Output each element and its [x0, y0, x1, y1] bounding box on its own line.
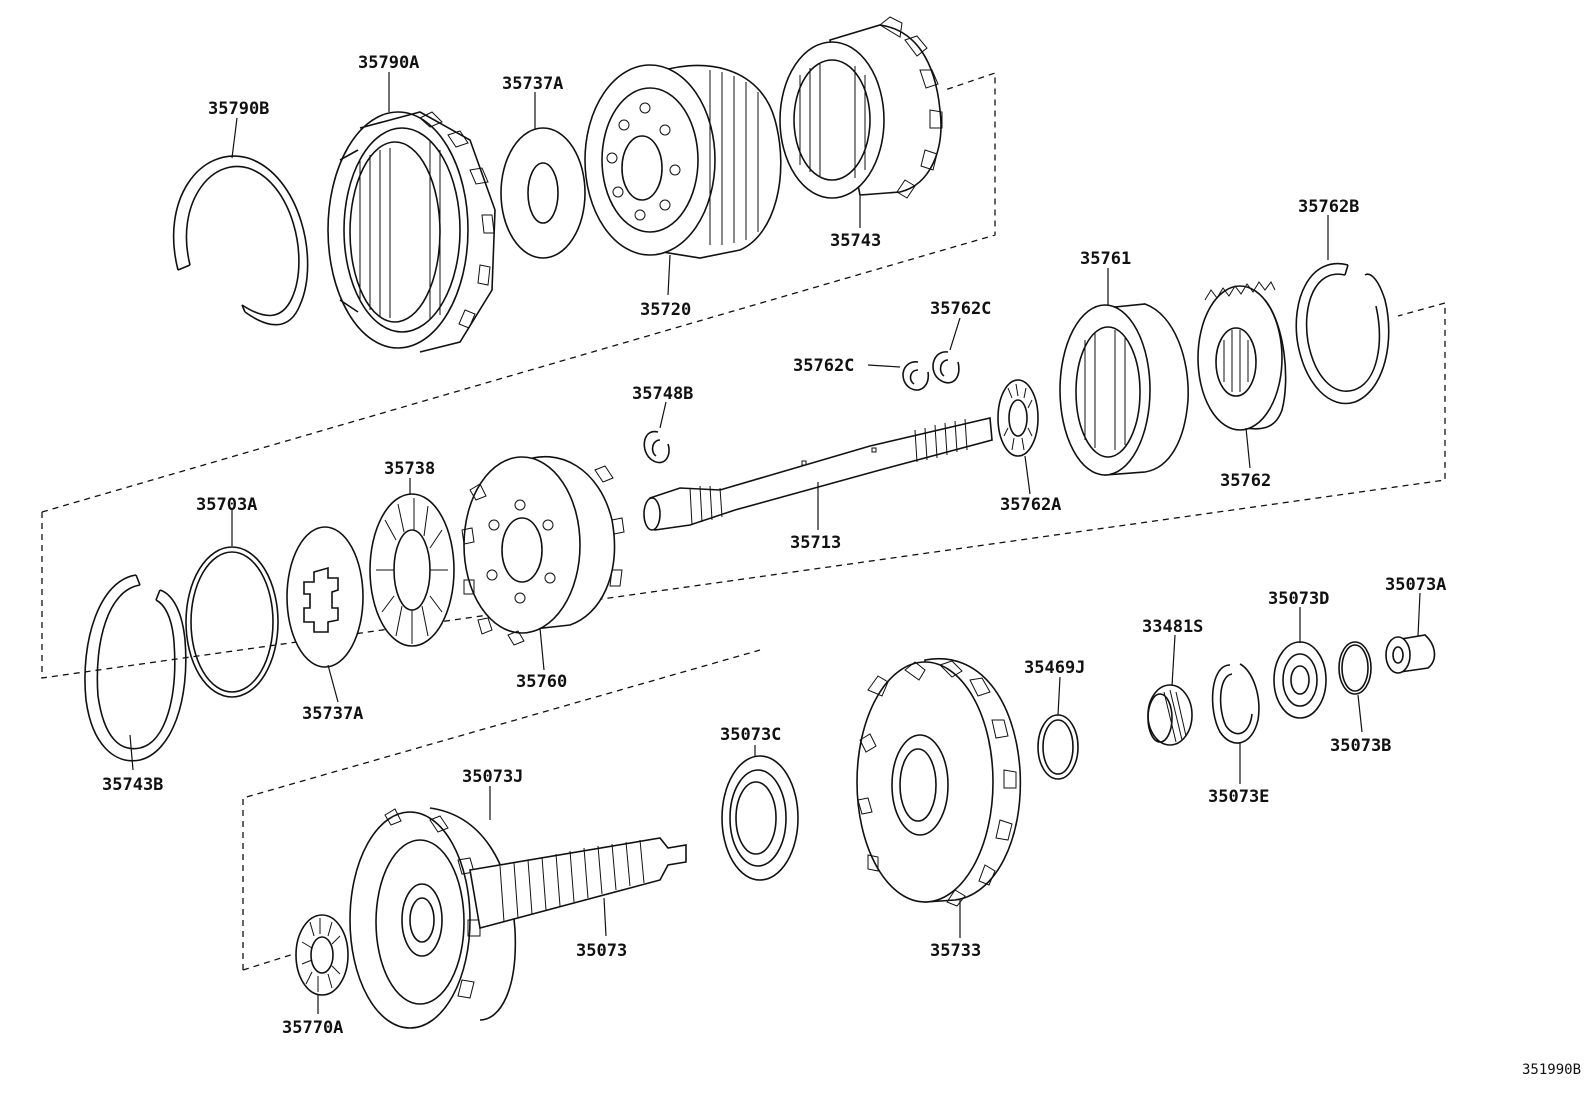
part-35743-clutch-drum[interactable] [779, 16, 943, 199]
part-35762-planetary-gear[interactable] [1197, 281, 1287, 431]
part-35760-planetary-carrier[interactable] [461, 456, 625, 646]
part-35737A-thrust-washer-mid[interactable] [286, 526, 364, 668]
label-35770A[interactable]: 35770A [282, 1018, 343, 1038]
label-35073C[interactable]: 35073C [720, 725, 781, 745]
label-35743[interactable]: 35743 [830, 231, 881, 251]
part-35738-one-way-clutch[interactable] [369, 493, 455, 647]
part-35790A-clutch-drum[interactable] [327, 111, 496, 353]
label-35762B[interactable]: 35762B [1298, 197, 1359, 217]
group-outline-bottom [242, 649, 761, 970]
part-35073D-bearing[interactable] [1273, 641, 1327, 719]
group-outline-top [41, 72, 996, 513]
label-35762A[interactable]: 35762A [1000, 495, 1061, 515]
label-35713[interactable]: 35713 [790, 533, 841, 553]
label-35073E[interactable]: 35073E [1208, 787, 1269, 807]
part-labels: 35790B 35790A 35737A 35720 35743 35762B … [102, 53, 1581, 1078]
part-33481S-speedometer-gear[interactable] [1147, 684, 1193, 746]
label-35760[interactable]: 35760 [516, 672, 567, 692]
label-35737A-top[interactable]: 35737A [502, 74, 563, 94]
label-35073J[interactable]: 35073J [462, 767, 523, 787]
part-35073J-hub[interactable] [349, 807, 517, 1029]
label-35790A[interactable]: 35790A [358, 53, 419, 73]
label-35790B[interactable]: 35790B [208, 99, 269, 119]
label-35469J[interactable]: 35469J [1024, 658, 1085, 678]
part-35790B-snap-ring[interactable] [172, 155, 309, 326]
label-35748B[interactable]: 35748B [632, 384, 693, 404]
label-35720[interactable]: 35720 [640, 300, 691, 320]
label-35733[interactable]: 35733 [930, 941, 981, 961]
label-35762[interactable]: 35762 [1220, 471, 1271, 491]
part-35073B-ring[interactable] [1338, 641, 1372, 695]
part-35762C-ring-a[interactable] [902, 361, 930, 391]
diagram-reference-code: 351990B [1522, 1062, 1581, 1078]
leader-lines [129, 72, 1421, 1014]
label-35073B[interactable]: 35073B [1330, 736, 1391, 756]
label-35073D[interactable]: 35073D [1268, 589, 1329, 609]
label-35073A[interactable]: 35073A [1385, 575, 1446, 595]
part-35761-drum[interactable] [1059, 303, 1189, 476]
part-35770A-needle-bearing[interactable] [295, 914, 349, 996]
group-outline-middle [41, 302, 1446, 679]
part-35737A-thrust-washer-top[interactable] [500, 127, 586, 259]
part-35073A-nut[interactable] [1385, 634, 1436, 674]
label-35737A-mid[interactable]: 35737A [302, 704, 363, 724]
part-35469J-ring[interactable] [1037, 714, 1079, 780]
part-35073-output-shaft[interactable] [469, 837, 687, 929]
part-35733-ring-gear[interactable] [856, 657, 1022, 907]
label-35738[interactable]: 35738 [384, 459, 435, 479]
part-35713-input-shaft[interactable] [643, 417, 993, 531]
label-33481S[interactable]: 33481S [1142, 617, 1203, 637]
label-35762C-lower[interactable]: 35762C [793, 356, 854, 376]
part-35748B-ring[interactable] [643, 430, 670, 464]
part-35743B-snap-ring[interactable] [84, 574, 187, 762]
label-35743B[interactable]: 35743B [102, 775, 163, 795]
part-35073E-snap-ring[interactable] [1211, 663, 1260, 744]
part-35720-clutch-hub[interactable] [584, 64, 782, 259]
label-35761[interactable]: 35761 [1080, 249, 1131, 269]
part-35762B-snap-ring[interactable] [1295, 262, 1390, 405]
part-35762C-ring-b[interactable] [932, 351, 960, 384]
part-35703A-ring[interactable] [185, 546, 279, 698]
label-35703A[interactable]: 35703A [196, 495, 257, 515]
label-35073[interactable]: 35073 [576, 941, 627, 961]
part-35073C-bearing[interactable] [721, 755, 799, 881]
part-35762A-needle-bearing[interactable] [997, 379, 1039, 457]
label-35762C-upper[interactable]: 35762C [930, 299, 991, 319]
